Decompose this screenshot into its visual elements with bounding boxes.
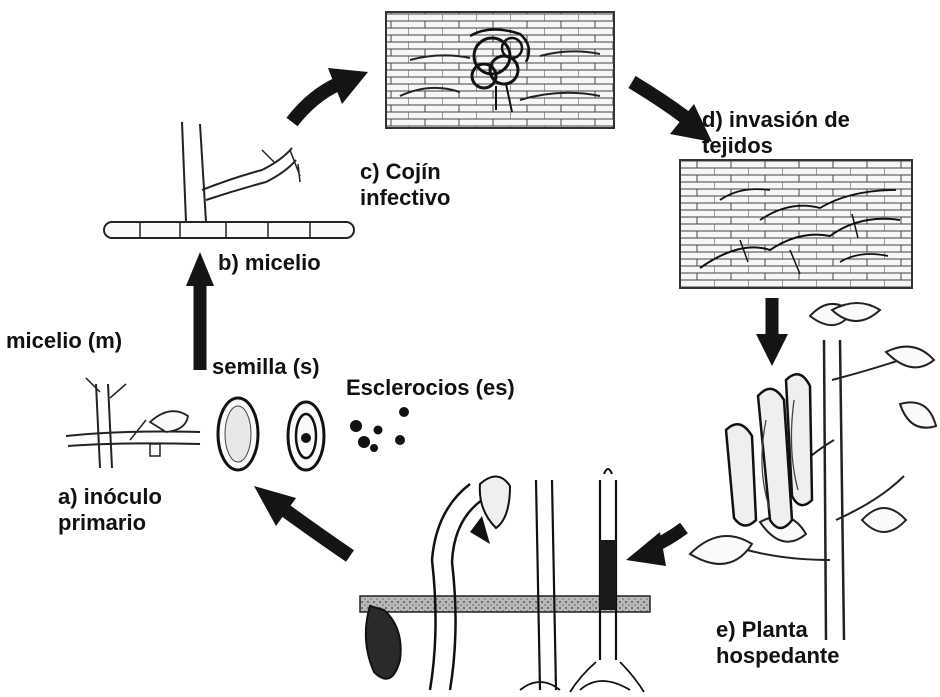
stage-b-label: b) micelio bbox=[218, 250, 321, 276]
stage-e-subtitle: hospedante bbox=[716, 643, 839, 669]
mycelium-hyphae-drawing bbox=[104, 122, 354, 238]
stage-b-title: b) micelio bbox=[218, 250, 321, 276]
stage-a-subtitle: primario bbox=[58, 510, 162, 536]
infected-seedlings-drawing bbox=[360, 469, 650, 692]
stage-e-label: e) Planta hospedante bbox=[716, 617, 839, 669]
stage-d-subtitle: tejidos bbox=[702, 133, 850, 159]
stage-d-label: d) invasión de tejidos bbox=[702, 107, 850, 159]
arrow-e-to-seedlings bbox=[626, 528, 684, 566]
stage-c-title: c) Cojín bbox=[360, 159, 450, 185]
arrow-seedlings-to-a bbox=[254, 486, 350, 556]
inoculum-seed-label: semilla (s) bbox=[212, 354, 320, 380]
arrow-a-to-b bbox=[186, 252, 214, 370]
arrow-c-to-d bbox=[632, 82, 712, 142]
stage-c-subtitle: infectivo bbox=[360, 185, 450, 211]
tissue-invasion-drawing bbox=[680, 160, 912, 288]
inoculum-mycelium-label: micelio (m) bbox=[6, 328, 122, 354]
stage-e-title: e) Planta bbox=[716, 617, 839, 643]
arrow-d-to-e bbox=[756, 298, 788, 366]
host-plant-drawing bbox=[690, 303, 936, 640]
inoculum-sclerotia-label: Esclerocios (es) bbox=[346, 375, 515, 401]
inoculum-sclerotia-drawing bbox=[350, 407, 409, 452]
inoculum-seeds-drawing bbox=[218, 398, 324, 470]
stage-a-label: a) inóculo primario bbox=[58, 484, 162, 536]
infection-cushion-drawing bbox=[386, 12, 614, 128]
stage-a-title: a) inóculo bbox=[58, 484, 162, 510]
inoculum-mycelium-drawing bbox=[66, 378, 200, 468]
stage-d-title: d) invasión de bbox=[702, 107, 850, 133]
arrow-b-to-c bbox=[292, 68, 368, 122]
stage-c-label: c) Cojín infectivo bbox=[360, 159, 450, 211]
